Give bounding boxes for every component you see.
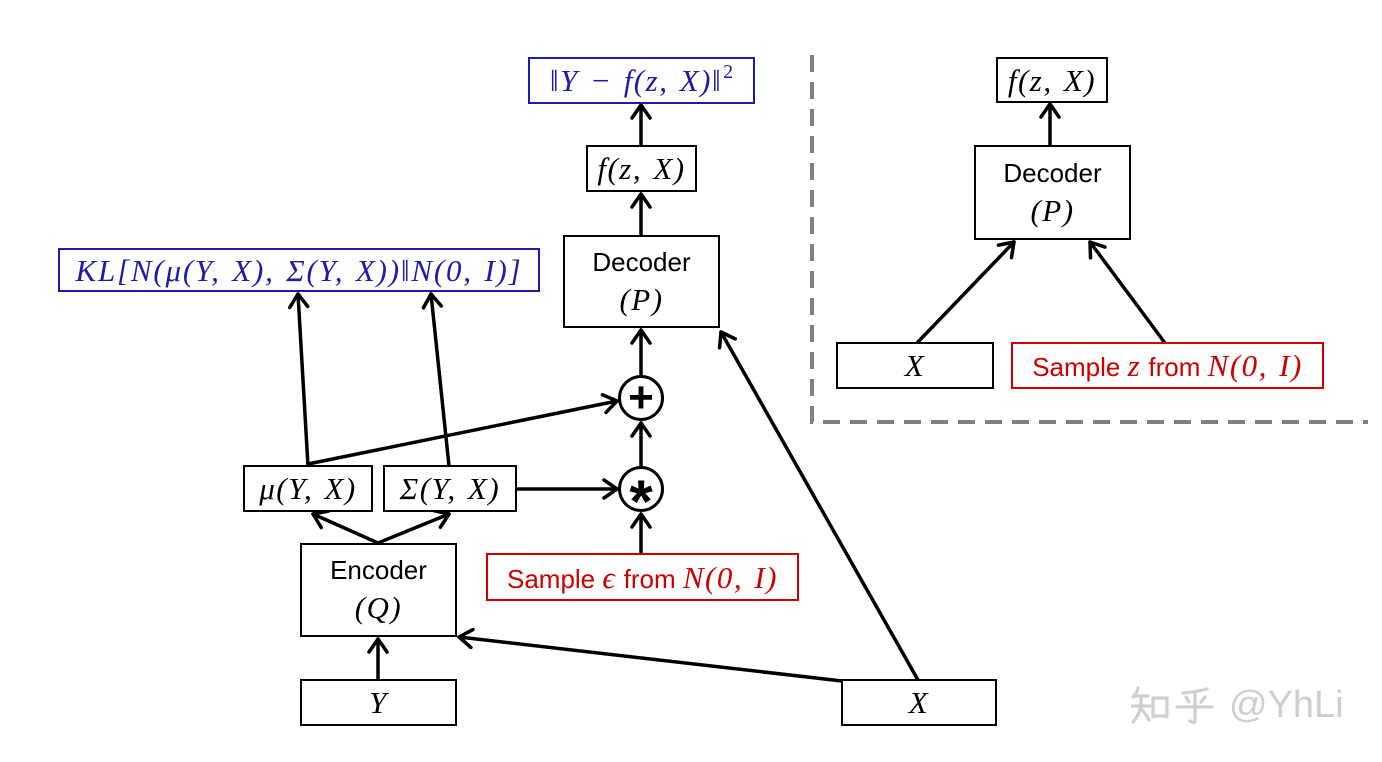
test-decoder-output-box: f(z, X)	[996, 57, 1108, 103]
decoder-output-label: f(z, X)	[597, 151, 686, 186]
mean-label: μ(Y, X)	[259, 471, 357, 506]
arrow-encoder-to-covariance	[376, 508, 451, 545]
test-decoder-output-label: f(z, X)	[1007, 62, 1097, 98]
covariance-box: Σ(Y, X)	[383, 465, 517, 512]
test-input-x-label: X	[904, 348, 926, 383]
reconstruction-loss-exponent: 2	[723, 61, 734, 83]
decoder-output-box: f(z, X)	[586, 145, 697, 192]
test-decoder-symbol: (P)	[1030, 192, 1075, 228]
watermark-logo-char-2	[1175, 687, 1214, 725]
encoder-label: Encoder	[330, 555, 427, 585]
test-decoder-label: Decoder	[1003, 157, 1102, 188]
noise-sample-box: Sample ϵ from N(0, I)	[486, 553, 799, 601]
arrow-mean-to-kl-loss	[288, 292, 310, 468]
decoder-box: Decoder (P)	[563, 235, 720, 328]
latent-sample-box: Sample z from N(0, I)	[1011, 342, 1324, 389]
mean-box: μ(Y, X)	[243, 465, 373, 512]
latent-sample-verb: Sample	[1032, 352, 1121, 382]
reconstruction-loss-label: ‖Y − f(z, X)‖2	[549, 62, 733, 98]
reconstruction-loss-box: ‖Y − f(z, X)‖2	[528, 57, 755, 104]
noise-sample-verb: Sample	[506, 563, 596, 594]
arrow-x-to-decoder	[717, 330, 920, 682]
arrow-mean-to-add	[306, 393, 619, 466]
test-time-dashed-frame	[810, 55, 1368, 424]
covariance-label: Σ(Y, X)	[399, 471, 501, 506]
input-x-label: X	[908, 685, 930, 720]
noise-sample-label: Sample ϵ from N(0, I)	[507, 562, 778, 593]
add-operator: +	[618, 375, 664, 421]
watermark-logo-char-1	[1131, 686, 1169, 724]
kl-loss-box: KL[N(μ(Y, X), Σ(Y, X))‖N(0, I)]	[58, 248, 540, 292]
encoder-box: Encoder (Q)	[300, 543, 457, 637]
arrow-test-x-to-decoder	[915, 240, 1016, 345]
reconstruction-loss-norm: ‖Y − f(z, X)‖	[549, 63, 723, 98]
encoder-symbol: (Q)	[354, 590, 403, 625]
latent-sample-distribution: N(0, I)	[1207, 348, 1303, 383]
add-symbol: +	[628, 373, 654, 422]
input-y-box: Y	[300, 679, 457, 726]
watermark-handle: @YhLi	[1229, 684, 1344, 726]
multiply-operator: *	[618, 466, 664, 532]
noise-sample-preposition: from	[623, 563, 676, 594]
arrow-covariance-to-kl-loss	[421, 292, 451, 468]
decoder-label: Decoder	[592, 246, 691, 277]
test-input-x-box: X	[836, 342, 994, 389]
decoder-symbol: (P)	[619, 281, 664, 317]
multiply-symbol: *	[629, 468, 653, 535]
test-decoder-box: Decoder (P)	[974, 145, 1131, 240]
latent-sample-label: Sample z from N(0, I)	[1032, 350, 1303, 381]
noise-sample-variable: ϵ	[602, 559, 617, 595]
latent-sample-variable: z	[1127, 348, 1142, 383]
noise-sample-distribution: N(0, I)	[682, 559, 778, 595]
input-y-label: Y	[369, 685, 388, 720]
arrow-encoder-to-mean	[311, 509, 380, 545]
arrow-x-to-encoder	[457, 627, 844, 683]
arrow-test-sample-to-decoder	[1088, 240, 1167, 345]
input-x-box: X	[841, 679, 997, 726]
watermark-logo	[1131, 686, 1214, 725]
latent-sample-preposition: from	[1148, 352, 1201, 382]
kl-loss-label: KL[N(μ(Y, X), Σ(Y, X))‖N(0, I)]	[75, 252, 523, 288]
